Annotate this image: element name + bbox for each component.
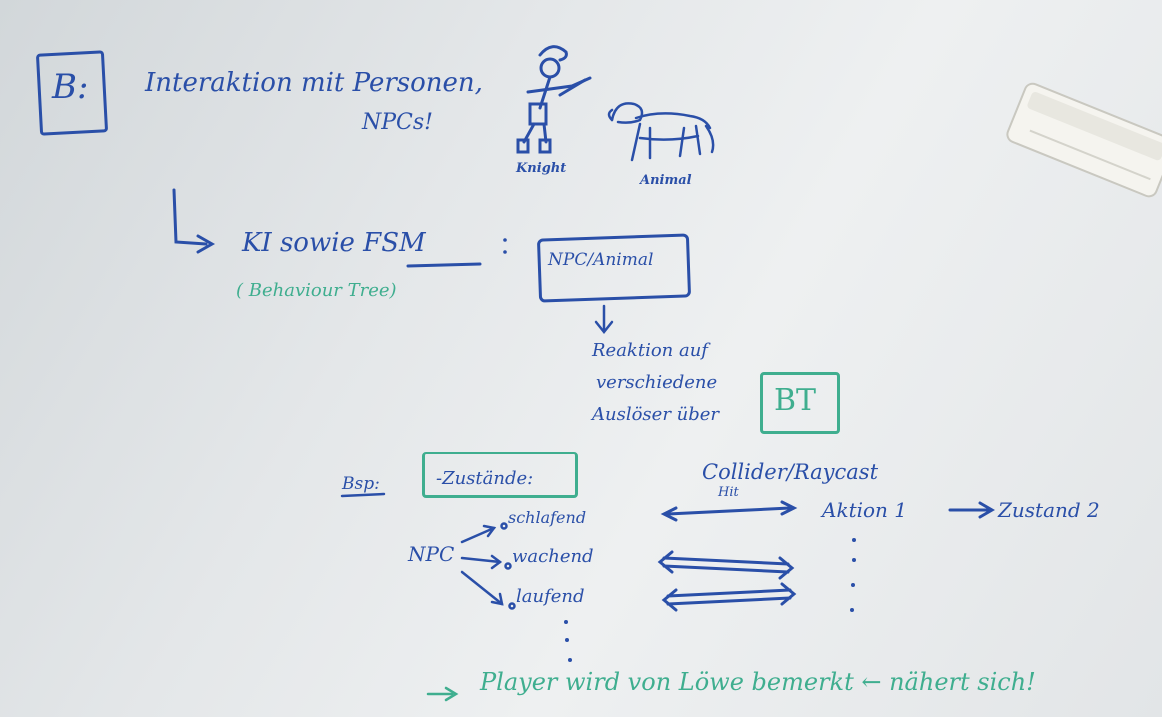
section-label: B: xyxy=(52,67,89,107)
heading-line2: NPCs! xyxy=(362,110,434,135)
npc-animal-label: NPC/Animal xyxy=(548,250,654,270)
bt-box xyxy=(760,372,840,434)
heading-line1: Interaktion mit Personen, xyxy=(145,68,483,98)
bottom-line: Player wird von Löwe bemerkt ← nähert si… xyxy=(480,668,1036,696)
reaction-line2: verschiedene xyxy=(596,372,718,393)
npc-label: NPC xyxy=(408,542,455,566)
reaction-line3: Auslöser über xyxy=(592,404,720,425)
behaviour-tree-note: ( Behaviour Tree) xyxy=(236,280,397,301)
reaction-line1: Reaktion auf xyxy=(592,340,708,361)
knight-label: Knight xyxy=(516,161,567,176)
bt-label: BT xyxy=(774,383,817,418)
hit-label: Hit xyxy=(718,485,739,500)
ki-line: KI sowie FSM xyxy=(242,228,426,258)
zustaende-label: -Zustände: xyxy=(436,468,534,489)
collider-label: Collider/Raycast xyxy=(702,460,879,484)
zustaende-box xyxy=(422,452,578,498)
state-2: wachend xyxy=(512,546,594,567)
aktion-label: Aktion 1 xyxy=(822,498,907,522)
state-3: laufend xyxy=(516,586,585,607)
example-label: Bsp: xyxy=(342,474,380,494)
state-1: schlafend xyxy=(508,508,587,527)
animal-label: Animal xyxy=(640,173,692,188)
zustand2-label: Zustand 2 xyxy=(998,498,1100,522)
